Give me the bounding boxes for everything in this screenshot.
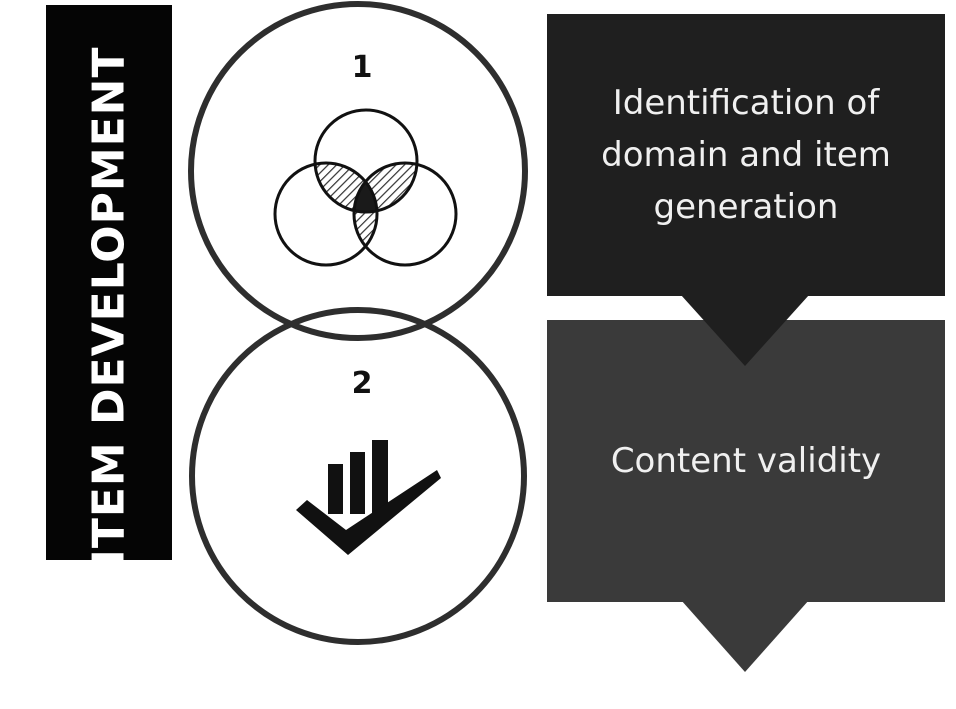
step-1-box: Identification of domain and item genera… xyxy=(547,14,945,296)
sidebar-banner: ITEM DEVELOPMENT xyxy=(46,5,172,607)
step-2-text: Content validity xyxy=(610,441,882,481)
bar-chart-check-icon xyxy=(296,440,441,555)
step-1-ring xyxy=(188,1,528,341)
step-1-text: Identification of domain and item genera… xyxy=(601,83,891,227)
step-2-box: Content validity xyxy=(547,320,945,602)
step-2-ring xyxy=(189,307,527,645)
step-2-arrow xyxy=(681,600,809,672)
venn-diagram-icon xyxy=(273,108,458,267)
step-1-number: 1 xyxy=(352,50,373,85)
step-2-number: 2 xyxy=(352,366,373,401)
